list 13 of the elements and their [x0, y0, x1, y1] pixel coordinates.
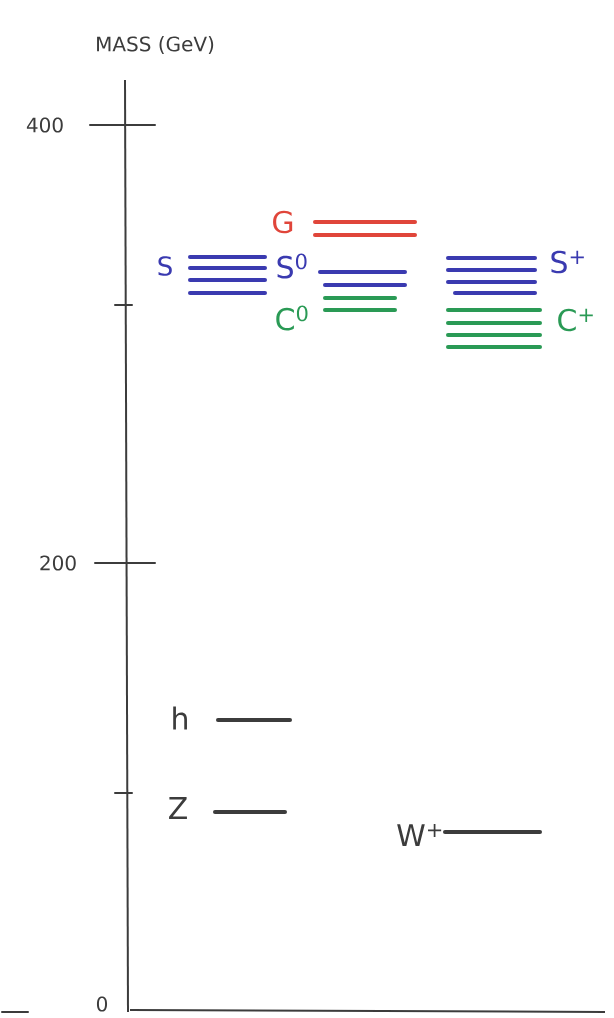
- particle-label: S$^{0}$: [277, 253, 307, 279]
- tick-label: 200: [40, 555, 76, 571]
- particle-label: S$^{+}$: [551, 250, 584, 274]
- particle-label: C$^{+}$: [558, 308, 593, 332]
- particle-label: C$^{0}$: [276, 305, 308, 331]
- axis-label: MASS (GeV): [97, 36, 214, 54]
- tick-label: 0: [96, 996, 108, 1012]
- particle-label: Z: [169, 797, 187, 819]
- particle-label: S: [158, 256, 172, 276]
- particle-label: h: [173, 706, 187, 730]
- particle-label: W$^{+}$: [397, 823, 442, 847]
- particle-label: G: [273, 210, 293, 234]
- tick-label: 400: [26, 117, 63, 133]
